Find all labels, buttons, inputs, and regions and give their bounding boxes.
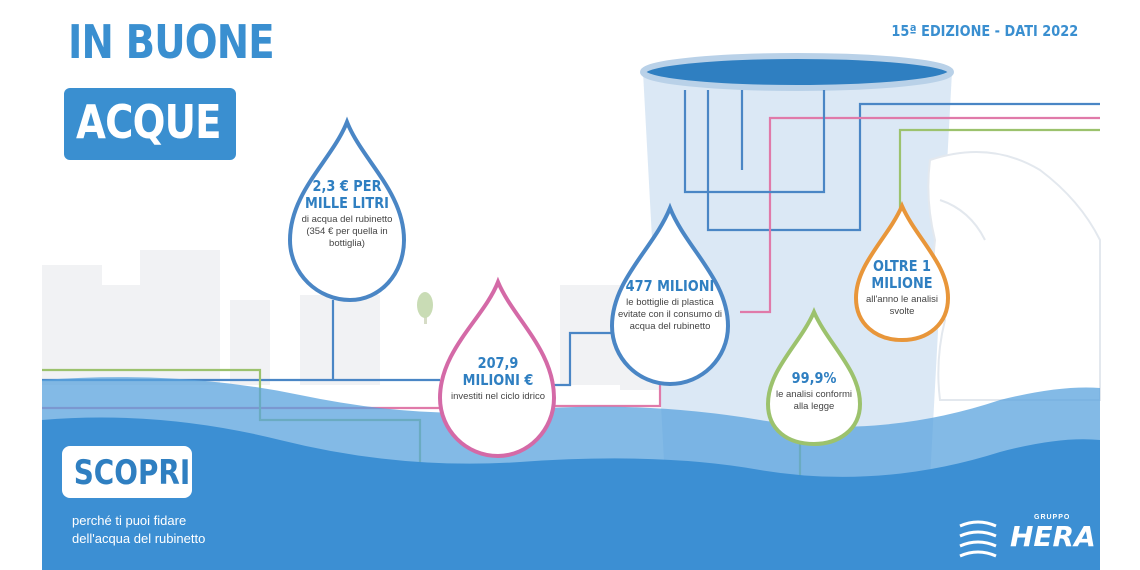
logo-group-label: GRUPPO <box>1034 514 1071 521</box>
hera-wave-logo-icon <box>959 520 997 558</box>
wave-front <box>42 417 1100 570</box>
drop-cost-desc: di acqua del rubinetto (354 € per quella… <box>301 214 393 249</box>
drop-bottles-desc: le bottiglie di plastica evitate con il … <box>617 297 723 332</box>
scopri-label[interactable]: SCOPRI <box>73 453 191 493</box>
hand-illustration <box>927 151 1101 401</box>
drop-analyses-desc: all'anno le analisi svolte <box>865 294 939 317</box>
scopri-subtitle-line2: dell'acqua del rubinetto <box>72 531 206 546</box>
drop-bottles: 477 MILIONI le bottiglie di plastica evi… <box>614 278 726 333</box>
drop-compliance: 99,9% le analisi conformi alla legge <box>770 370 858 413</box>
title-line1: IN BUONE <box>68 15 275 69</box>
title-line2: ACQUE <box>76 95 222 149</box>
drop-cost: 2,3 € PER MILLE LITRI di acqua del rubin… <box>292 178 402 250</box>
drop-compliance-desc: le analisi conformi alla legge <box>775 389 853 412</box>
drop-bottles-value: 477 MILIONI <box>625 277 715 295</box>
edition-label: 15ª EDIZIONE - DATI 2022 <box>891 22 1078 40</box>
drop-investment: 207,9 MILIONI € investiti nel ciclo idri… <box>444 355 552 403</box>
drop-compliance-value: 99,9% <box>791 369 837 387</box>
tree-icon <box>417 292 433 324</box>
water-glass <box>640 53 954 502</box>
scopri-button[interactable] <box>62 446 192 498</box>
drop-investment-value: 207,9 MILIONI € <box>462 354 534 389</box>
drop-investment-desc: investiti nel ciclo idrico <box>451 391 545 402</box>
drop-analyses: OLTRE 1 MILIONE all'anno le analisi svol… <box>858 258 946 318</box>
drop-shapes <box>287 116 951 459</box>
scopri-subtitle: perché ti puoi fidare dell'acqua del rub… <box>72 512 205 548</box>
logo-name: HERA <box>1010 520 1096 553</box>
drop-analyses-value: OLTRE 1 MILIONE <box>871 257 933 292</box>
drop-cost-value: 2,3 € PER MILLE LITRI <box>305 177 389 212</box>
title-box <box>64 88 236 160</box>
city-skyline <box>42 250 660 390</box>
scopri-subtitle-line1: perché ti puoi fidare <box>72 513 187 528</box>
